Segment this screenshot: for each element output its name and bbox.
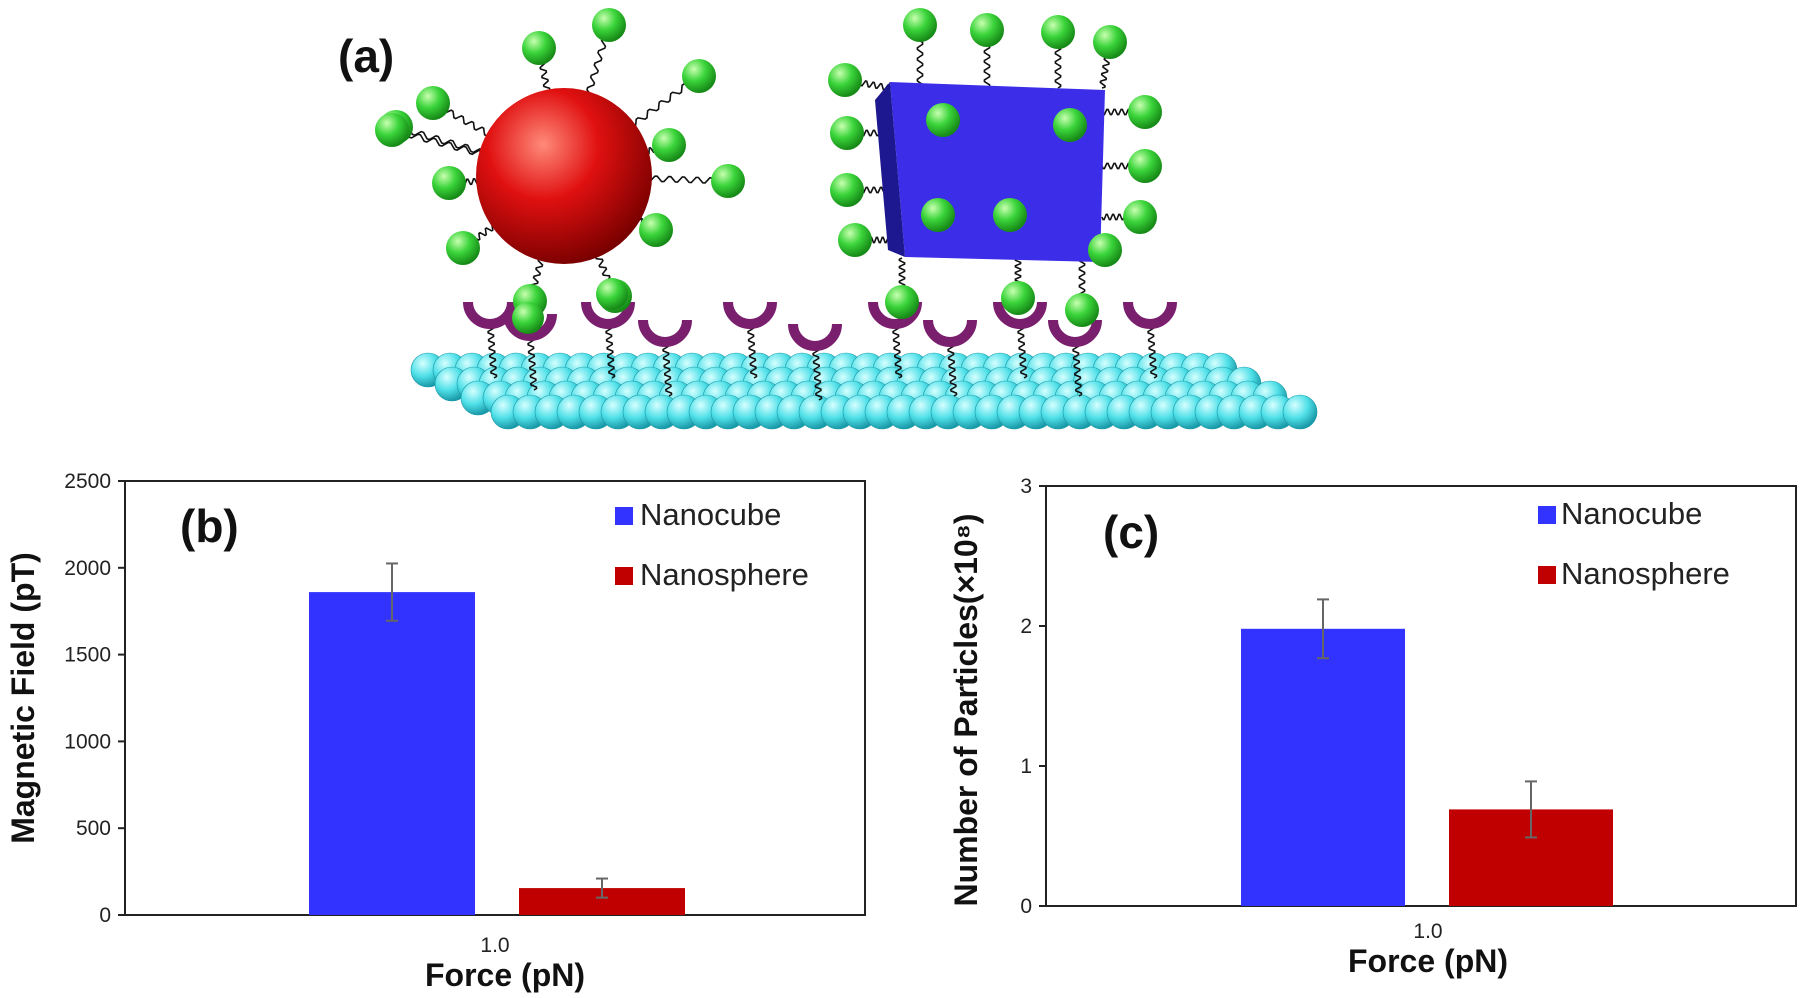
y-tick-label: 1000 — [64, 730, 111, 753]
legend-swatch-nanosphere — [615, 567, 633, 585]
bar-nanocube — [1241, 628, 1405, 906]
y-tick-label: 0 — [99, 904, 111, 927]
x-tick-label: 1.0 — [480, 934, 509, 957]
y-tick-label: 500 — [76, 817, 111, 840]
y-tick-label: 2000 — [64, 557, 111, 580]
x-tick-label: 1.0 — [1413, 920, 1442, 943]
x-axis-label: Force (pN) — [425, 957, 585, 993]
y-tick-label: 1 — [1020, 755, 1032, 778]
legend: Nanocube Nanosphere — [615, 497, 809, 592]
y-axis-ticks: 0 1 2 3 — [1020, 475, 1046, 918]
bars — [1241, 628, 1613, 906]
substrate-bead-icon — [410, 352, 1318, 430]
panel-b-label: (b) — [180, 500, 239, 552]
y-axis-ticks: 0 500 1000 1500 2000 2500 — [64, 470, 125, 927]
bar-nanocube — [309, 592, 475, 915]
plot-frame — [124, 480, 866, 916]
x-axis-label: Force (pN) — [1348, 943, 1508, 979]
legend-label-nanosphere: Nanosphere — [1561, 556, 1730, 591]
y-axis-label: Magnetic Field (pT) — [5, 552, 41, 844]
error-bar-nanocube — [386, 562, 398, 622]
legend-label-nanocube: Nanocube — [1561, 496, 1702, 531]
error-bars — [1317, 598, 1537, 839]
panel-c-label: (c) — [1103, 506, 1159, 558]
y-tick-label: 2 — [1020, 615, 1032, 638]
schematic-panel-a: (a) — [338, 8, 1318, 430]
y-tick-label: 3 — [1020, 475, 1032, 498]
y-tick-label: 1500 — [64, 644, 111, 667]
legend-swatch-nanosphere — [1538, 566, 1556, 584]
error-bars — [386, 562, 608, 899]
chart-c-particle-count: (c) 0 1 2 3 1.0 Force (pN) Number of Partic… — [948, 475, 1797, 979]
nanosphere-icon — [476, 88, 652, 264]
error-bar-nanosphere — [1525, 780, 1537, 839]
legend-label-nanocube: Nanocube — [640, 497, 781, 532]
error-bar-nanocube — [1317, 598, 1329, 660]
legend-label-nanosphere: Nanosphere — [640, 557, 809, 592]
legend-swatch-nanocube — [615, 507, 633, 525]
legend-swatch-nanocube — [1538, 506, 1556, 524]
ligand-sphere-icon — [375, 8, 1162, 334]
y-axis-label: Number of Particles(×10⁸) — [948, 513, 984, 906]
error-bar-nanosphere — [596, 877, 608, 899]
panel-a-label: (a) — [338, 30, 394, 82]
legend: Nanocube Nanosphere — [1538, 496, 1730, 591]
plot-frame — [1045, 485, 1797, 907]
bars — [309, 592, 685, 915]
y-tick-label: 2500 — [64, 470, 111, 493]
y-tick-label: 0 — [1020, 895, 1032, 918]
